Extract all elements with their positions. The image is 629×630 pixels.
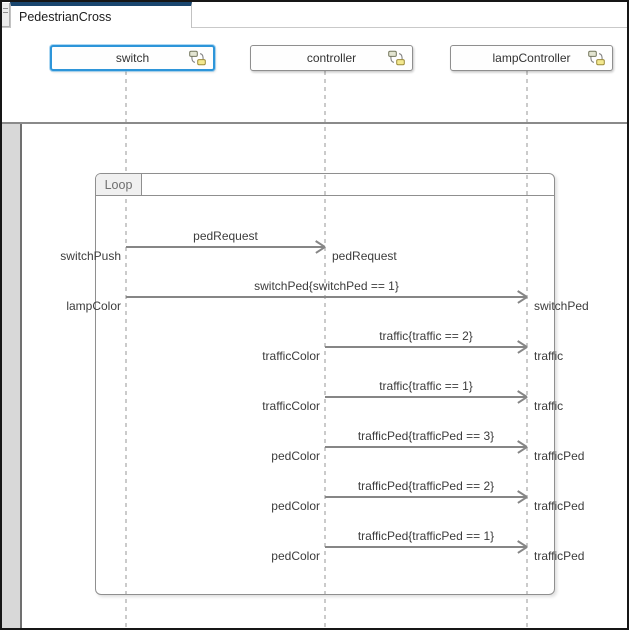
component-icon [588, 50, 605, 66]
message-label[interactable]: pedRequest [193, 229, 258, 243]
message-label[interactable]: traffic{traffic == 2} [379, 329, 473, 343]
tab-strip [2, 27, 627, 28]
message-target-label[interactable]: traffic [534, 399, 564, 413]
message-arrow-line[interactable] [325, 546, 525, 548]
lifeline-switch [125, 71, 127, 627]
lifeline-header-switch[interactable]: switch [50, 45, 215, 71]
message-target-label[interactable]: trafficPed [534, 549, 585, 563]
message-arrow-line[interactable] [325, 346, 525, 348]
message-source-label[interactable]: lampColor [66, 299, 121, 313]
tab-pedestriancross[interactable]: PedestrianCross [10, 2, 192, 28]
message-arrow-line[interactable] [325, 446, 525, 448]
loop-fragment[interactable]: Loop [95, 173, 555, 595]
lifeline-label: controller [306, 51, 357, 65]
lifeline-label: lampController [492, 51, 571, 65]
lifeline-label: switch [115, 51, 150, 65]
message-target-label[interactable]: trafficPed [534, 449, 585, 463]
panel-grip[interactable] [2, 3, 10, 27]
message-label[interactable]: trafficPed{trafficPed == 2} [357, 479, 495, 493]
loop-operator-label: Loop [96, 174, 142, 195]
component-icon [189, 50, 206, 66]
message-arrow-line[interactable] [325, 496, 525, 498]
header-divider [0, 122, 629, 124]
message-target-label[interactable]: switchPed [534, 299, 589, 313]
lifeline-header-controller[interactable]: controller [250, 45, 413, 71]
lifeline-controller [324, 71, 326, 627]
message-label[interactable]: traffic{traffic == 1} [379, 379, 473, 393]
message-arrow-line[interactable] [126, 296, 525, 298]
message-source-label[interactable]: pedColor [271, 549, 320, 563]
message-label[interactable]: trafficPed{trafficPed == 1} [357, 529, 495, 543]
message-source-label[interactable]: trafficColor [262, 399, 320, 413]
lifeline-header-lampController[interactable]: lampController [450, 45, 613, 71]
message-label[interactable]: trafficPed{trafficPed == 3} [357, 429, 495, 443]
message-target-label[interactable]: pedRequest [332, 249, 397, 263]
loop-fragment-header[interactable]: Loop [96, 174, 554, 196]
message-target-label[interactable]: trafficPed [534, 499, 585, 513]
left-gutter-edge[interactable] [20, 124, 22, 628]
message-source-label[interactable]: pedColor [271, 499, 320, 513]
component-icon [388, 50, 405, 66]
tab-label: PedestrianCross [19, 10, 112, 24]
message-source-label[interactable]: switchPush [60, 249, 121, 263]
message-source-label[interactable]: trafficColor [262, 349, 320, 363]
message-arrow-line[interactable] [325, 396, 525, 398]
message-label[interactable]: switchPed{switchPed == 1} [254, 279, 399, 293]
left-gutter [2, 124, 20, 628]
lifeline-lampController [526, 71, 528, 627]
message-target-label[interactable]: traffic [534, 349, 564, 363]
message-source-label[interactable]: pedColor [271, 449, 320, 463]
message-arrow-line[interactable] [126, 246, 323, 248]
